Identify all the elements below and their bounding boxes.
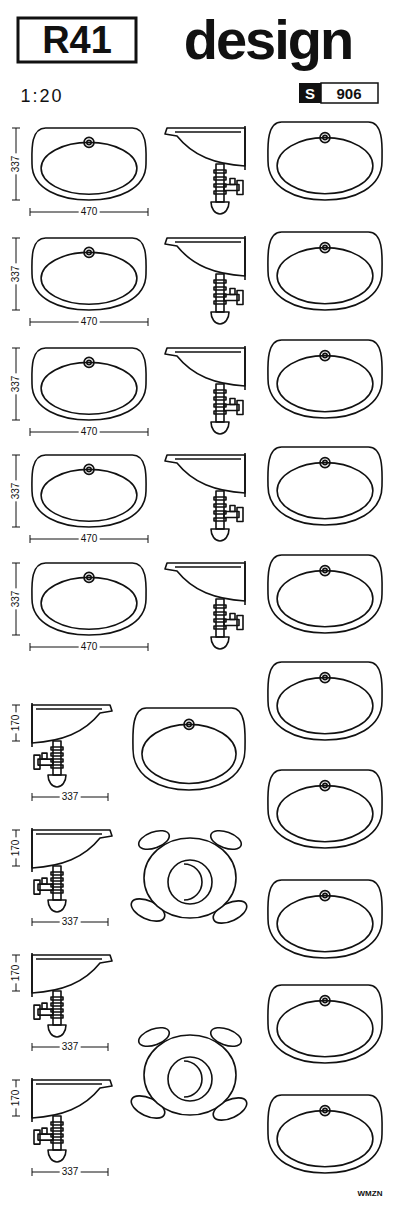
- dimension-label: 170: [11, 963, 21, 984]
- basin-side-view: [32, 953, 112, 1037]
- person-figure: [128, 1024, 250, 1125]
- dimension-label: 337: [60, 1167, 81, 1177]
- logo-text: R41: [42, 21, 112, 59]
- dimension-label: 470: [79, 427, 100, 437]
- dimension-line: [12, 563, 20, 635]
- dimension-label: 470: [79, 534, 100, 544]
- dimension-line: [32, 793, 108, 801]
- basin-plan: [32, 348, 146, 420]
- basin-side-view: [165, 561, 245, 649]
- dimension-label: 470: [79, 642, 100, 652]
- basin-plan: [32, 128, 146, 200]
- scale-note: 1:20: [20, 87, 63, 105]
- dimension-line: [12, 348, 20, 420]
- basin-plan: [268, 340, 382, 418]
- dimension-label: 337: [11, 264, 21, 285]
- dimension-label: 337: [60, 792, 81, 802]
- person-figure: [128, 827, 250, 928]
- series-code: S: [305, 86, 315, 101]
- dimension-line: [12, 238, 20, 310]
- dimension-label: 470: [79, 207, 100, 217]
- dimension-label: 337: [60, 917, 81, 927]
- dimension-label: 337: [11, 589, 21, 610]
- basin-plan: [268, 555, 382, 633]
- dimension-line: [12, 705, 20, 741]
- dimension-line: [12, 830, 20, 866]
- dimension-line: [30, 643, 148, 651]
- dimension-line: [32, 1168, 108, 1176]
- basin-side-view: [32, 703, 112, 787]
- basin-side-view: [165, 236, 245, 324]
- dimension-label: 170: [11, 713, 21, 734]
- dimension-label: 337: [11, 154, 21, 175]
- basin-side-view: [32, 1078, 112, 1162]
- dimension-line: [12, 128, 20, 200]
- basin-plan: [268, 232, 382, 310]
- basin-side-view: [165, 346, 245, 434]
- dimension-label: 337: [11, 481, 21, 502]
- dimension-line: [12, 955, 20, 991]
- dimension-line: [32, 1043, 108, 1051]
- dimension-label: 337: [60, 1042, 81, 1052]
- brand-name: design: [184, 12, 352, 68]
- basin-plan: [268, 770, 382, 848]
- basin-side-view: [165, 453, 245, 541]
- maker-mark: WMZN: [358, 1190, 383, 1198]
- series-code: 906: [336, 86, 361, 101]
- dimension-label: 170: [11, 838, 21, 859]
- basin-plan: [268, 662, 382, 740]
- logo-frame: [18, 18, 136, 62]
- basin-plan: [268, 880, 382, 958]
- basin-plan: [268, 122, 382, 200]
- dimension-line: [12, 1080, 20, 1116]
- basin-plan: [268, 1095, 382, 1173]
- basin-plan: [32, 563, 146, 635]
- code-box: [321, 83, 378, 103]
- dimension-line: [32, 918, 108, 926]
- basin-plan: [268, 985, 382, 1063]
- basin-plan: [133, 708, 245, 790]
- dimension-label: 470: [79, 317, 100, 327]
- dimension-line: [12, 455, 20, 527]
- dimension-label: 337: [11, 374, 21, 395]
- dimension-line: [30, 428, 148, 436]
- basin-plan: [268, 447, 382, 525]
- basin-side-view: [32, 828, 112, 912]
- basin-plan: [32, 455, 146, 527]
- dimension-line: [30, 318, 148, 326]
- dimension-line: [30, 208, 148, 216]
- dimension-line: [30, 535, 148, 543]
- basin-side-view: [165, 126, 245, 214]
- code-box: [299, 83, 321, 103]
- basin-plan: [32, 238, 146, 310]
- dimension-label: 170: [11, 1088, 21, 1109]
